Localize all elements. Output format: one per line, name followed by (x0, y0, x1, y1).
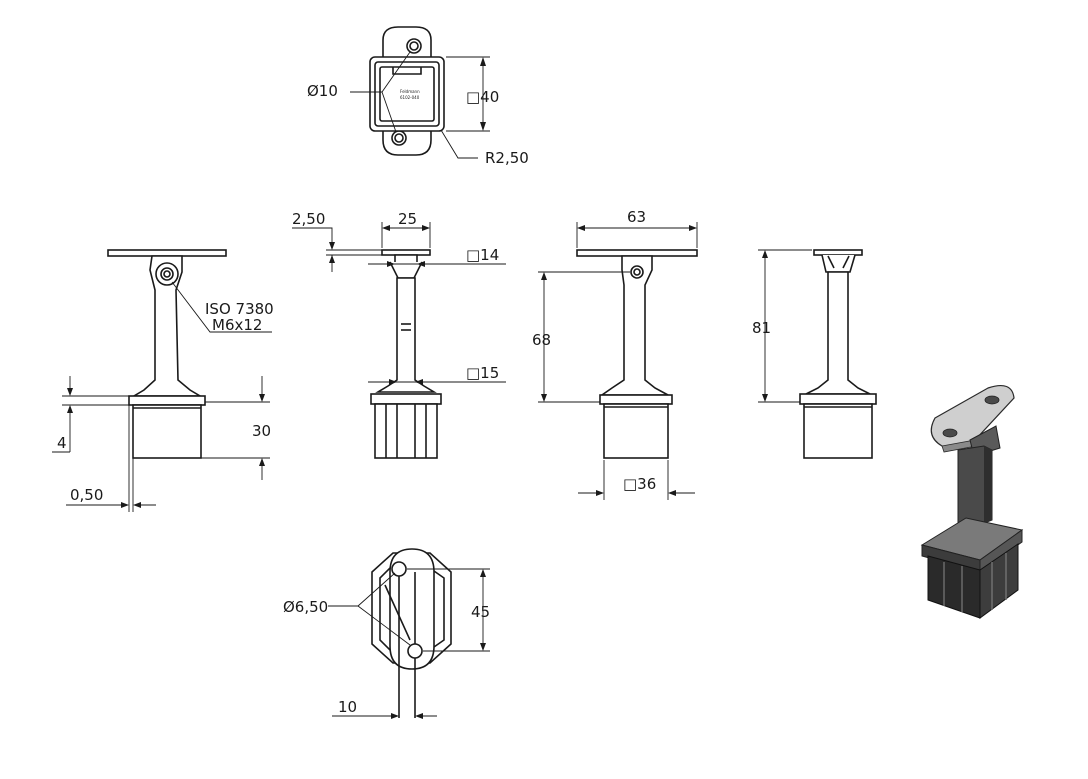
screw-spec-line1: ISO 7380 (205, 300, 274, 318)
dim-plate-width: 10 (338, 698, 357, 716)
dim-flange-height: 4 (57, 434, 67, 452)
dim-hole-diameter-top: Ø10 (307, 82, 338, 100)
dim-total-height: 81 (752, 319, 771, 337)
dim-pivot-height: 68 (532, 331, 551, 349)
dim-hole-spacing: 45 (471, 603, 490, 621)
screw-spec-line2: M6x12 (212, 316, 262, 334)
side-view-end: 81 (752, 249, 877, 459)
dim-wall-offset: 0,50 (70, 486, 103, 504)
dim-square-36: □36 (623, 475, 656, 493)
dim-sleeve-height: 30 (252, 422, 271, 440)
engraving-line-2: 6102-040 (400, 95, 420, 100)
front-view: 2,50 25 □14 □15 (292, 210, 506, 459)
dim-hole-diameter-bottom: Ø6,50 (283, 598, 328, 616)
engraving-line-1: Feldmann (400, 89, 420, 94)
dim-square-15: □15 (466, 364, 499, 382)
dim-square-14: □14 (466, 246, 499, 264)
dim-radius: R2,50 (485, 149, 529, 167)
side-view-left: ISO 7380 M6x12 4 30 0,50 (52, 249, 274, 512)
side-view-right: 63 68 □36 (532, 208, 698, 500)
top-view: Feldmann 6102-040 Ø10 □40 R2,50 (307, 26, 529, 167)
dim-plate-length: 63 (627, 208, 646, 226)
isometric-render (920, 385, 1024, 619)
dim-square-40: □40 (466, 88, 499, 106)
dim-plate-thickness: 2,50 (292, 210, 325, 228)
dim-post-width: 25 (398, 210, 417, 228)
bottom-view: Ø6,50 45 10 (283, 548, 490, 719)
